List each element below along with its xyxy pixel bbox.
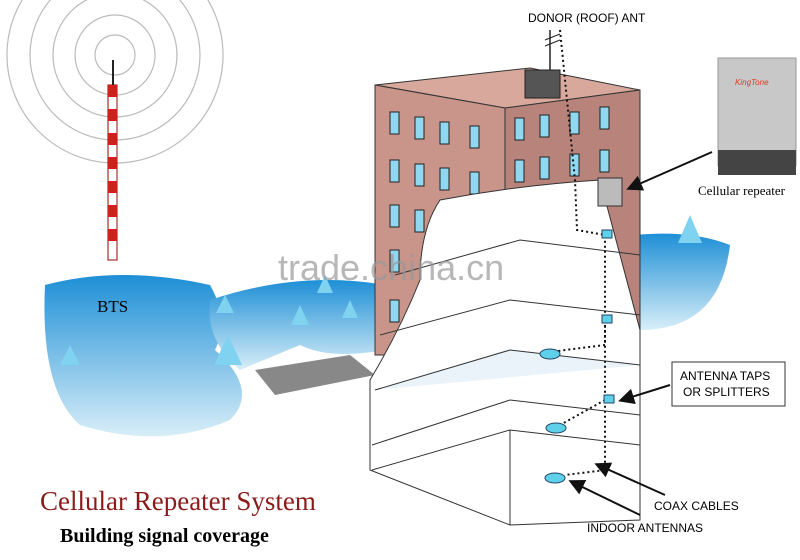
taps-callout-box xyxy=(671,361,786,407)
building-cutaway-floors xyxy=(369,179,641,526)
cellular-repeater-label: Cellular repeater xyxy=(698,183,786,198)
taps-label-line2: OR SPLITTERS xyxy=(683,385,770,399)
indoor-antennas-label: INDOOR ANTENNAS xyxy=(587,521,703,535)
arrow-repeater xyxy=(626,151,713,191)
repeater-cabinet: KingTone xyxy=(717,57,797,175)
diagram-title: Cellular Repeater System xyxy=(40,486,316,516)
repeater-brand: KingTone xyxy=(735,78,769,87)
bts-tower xyxy=(107,60,118,261)
coverage-area-left xyxy=(44,275,242,437)
trees xyxy=(60,215,702,365)
diagram-subtitle: Building signal coverage xyxy=(60,525,269,547)
donor-antenna-label: DONOR (ROOF) ANT xyxy=(528,11,646,25)
arrow-taps xyxy=(618,384,671,405)
coax-cables-label: COAX CABLES xyxy=(654,499,739,513)
bts-label: BTS xyxy=(97,297,128,316)
taps-label-line1: ANTENNA TAPS xyxy=(680,369,770,383)
repeater-in-building xyxy=(597,177,623,207)
arrow-indoor xyxy=(568,480,641,516)
indoor-antennas xyxy=(539,229,615,484)
watermark: trade.china.cn xyxy=(278,247,504,288)
road xyxy=(255,355,375,395)
arrow-coax xyxy=(594,462,666,496)
